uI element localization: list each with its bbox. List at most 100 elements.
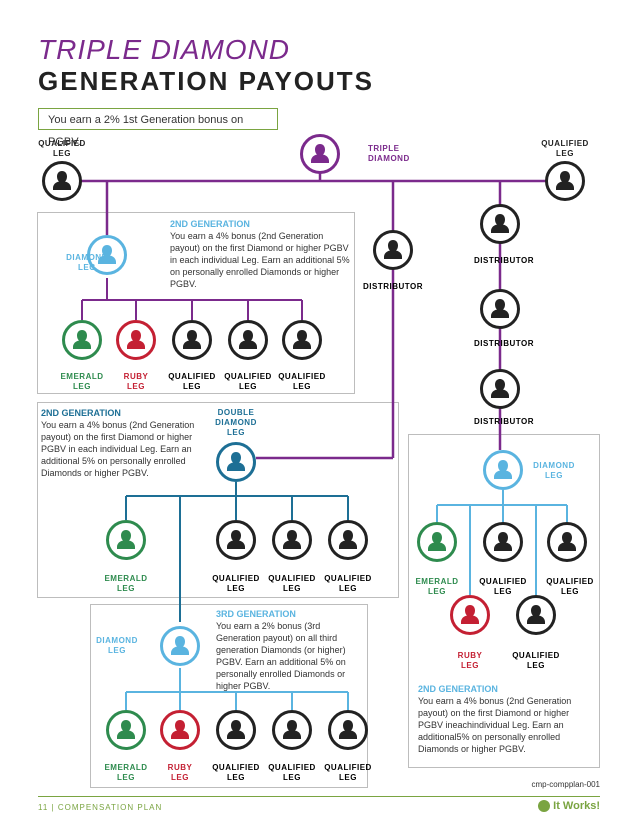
node-ruby-leg-top [116, 320, 156, 360]
person-icon [461, 605, 479, 624]
node-qualified-leg-bottom-3 [328, 710, 368, 750]
box-diamond-leg-top [37, 212, 355, 394]
label-ruby-leg-top: RUBY LEG [123, 372, 149, 391]
node-qualified-leg-right-2 [547, 522, 587, 562]
label-qualified-leg-bottom-1: QUALIFIED LEG [212, 763, 260, 782]
node-qualified-leg-top-1 [172, 320, 212, 360]
node-qualified-leg-right-1 [483, 522, 523, 562]
label-diamond-leg-bottom: DIAMOND LEG [96, 636, 138, 655]
label-emerald-leg-bottom: EMERALD LEG [104, 763, 148, 782]
label-distributor-3: DISTRIBUTOR [473, 339, 535, 348]
person-icon [311, 144, 329, 163]
person-icon [494, 532, 512, 551]
logo-mark-icon [538, 800, 551, 813]
node-qualified-leg-bottom-1 [216, 710, 256, 750]
person-icon [227, 530, 245, 549]
person-icon [227, 452, 245, 471]
person-icon [239, 330, 257, 349]
label-qualified-leg-right-1: QUALIFIED LEG [479, 577, 527, 596]
label-emerald-leg-top: EMERALD LEG [60, 372, 104, 391]
node-distributor-3 [480, 289, 520, 329]
label-qualified-leg-mid-2: QUALIFIED LEG [268, 574, 316, 593]
label-qualified-leg-bottom-2: QUALIFIED LEG [268, 763, 316, 782]
node-distributor-4 [480, 369, 520, 409]
person-icon [171, 720, 189, 739]
node-emerald-leg-bottom [106, 710, 146, 750]
node-ruby-leg-bottom [160, 710, 200, 750]
person-icon [494, 460, 512, 479]
label-qualified-leg-top-2: QUALIFIED LEG [224, 372, 272, 391]
node-double-diamond [216, 442, 256, 482]
node-qualified-leg-left [42, 161, 82, 201]
person-icon [428, 532, 446, 551]
person-icon [117, 720, 135, 739]
heading-2nd-generation-mid: 2ND GENERATION [41, 408, 121, 418]
person-icon [171, 636, 189, 655]
intro-note: You earn a 2% 1st Generation bonus on PG… [38, 108, 278, 148]
node-triple-diamond [300, 134, 340, 174]
node-diamond-leg-bottom [160, 626, 200, 666]
node-emerald-leg-mid [106, 520, 146, 560]
person-icon [491, 379, 509, 398]
person-icon [283, 530, 301, 549]
label-qualified-leg-left: QUALIFIED LEG [38, 139, 86, 158]
node-emerald-leg-top [62, 320, 102, 360]
label-qualified-leg-right-3: QUALIFIED LEG [512, 651, 560, 670]
person-icon [227, 720, 245, 739]
person-icon [127, 330, 145, 349]
node-distributor-1 [373, 230, 413, 270]
footer-page-label: 11 | COMPENSATION PLAN [38, 803, 163, 812]
label-qualified-leg-bottom-3: QUALIFIED LEG [324, 763, 372, 782]
label-diamond-leg-right: DIAMOND LEG [533, 461, 575, 480]
title-line-2: GENERATION PAYOUTS [38, 66, 375, 96]
text-3rd-generation: 3RD GENERATION You earn a 2% bonus (3rd … [216, 608, 366, 692]
label-ruby-leg-bottom: RUBY LEG [167, 763, 193, 782]
heading-2nd-generation-top: 2ND GENERATION [170, 219, 250, 229]
label-diamond-leg-top: DIAMOND LEG [66, 253, 108, 272]
document-code: cmp-compplan-001 [531, 780, 600, 789]
body-2nd-generation-mid: You earn a 4% bonus (2nd Generation payo… [41, 420, 195, 478]
label-qualified-leg-mid-1: QUALIFIED LEG [212, 574, 260, 593]
label-distributor-4: DISTRIBUTOR [473, 417, 535, 426]
box-diamond-leg-right [408, 434, 600, 768]
title-line-1: TRIPLE DIAMOND [38, 34, 291, 65]
node-diamond-leg-right [483, 450, 523, 490]
person-icon [384, 240, 402, 259]
node-qualified-leg-bottom-2 [272, 710, 312, 750]
label-ruby-leg-right: RUBY LEG [457, 651, 483, 670]
label-qualified-leg-mid-3: QUALIFIED LEG [324, 574, 372, 593]
label-triple-diamond: TRIPLE DIAMOND [368, 144, 410, 163]
node-distributor-2 [480, 204, 520, 244]
body-2nd-generation-right: You earn a 4% bonus (2nd Generation payo… [418, 696, 572, 754]
person-icon [491, 299, 509, 318]
label-distributor-2: DISTRIBUTOR [473, 256, 535, 265]
label-emerald-leg-right: EMERALD LEG [415, 577, 459, 596]
it-works-logo: It Works! [538, 800, 600, 813]
person-icon [117, 530, 135, 549]
label-qualified-leg-top-3: QUALIFIED LEG [278, 372, 326, 391]
text-2nd-generation-top: 2ND GENERATION You earn a 4% bonus (2nd … [170, 218, 350, 290]
node-qualified-leg-right [545, 161, 585, 201]
node-qualified-leg-mid-2 [272, 520, 312, 560]
person-icon [98, 245, 116, 264]
node-qualified-leg-top-2 [228, 320, 268, 360]
label-emerald-leg-mid: EMERALD LEG [104, 574, 148, 593]
node-qualified-leg-right-3 [516, 595, 556, 635]
label-qualified-leg-right-2: QUALIFIED LEG [546, 577, 594, 596]
person-icon [293, 330, 311, 349]
box-diamond-leg-bottom [90, 604, 368, 788]
node-qualified-leg-mid-3 [328, 520, 368, 560]
logo-text: It Works! [553, 800, 600, 812]
heading-2nd-generation-right: 2ND GENERATION [418, 684, 498, 694]
person-icon [283, 720, 301, 739]
node-qualified-leg-top-3 [282, 320, 322, 360]
person-icon [556, 171, 574, 190]
person-icon [558, 532, 576, 551]
node-diamond-leg-top [87, 235, 127, 275]
node-emerald-leg-right [417, 522, 457, 562]
person-icon [53, 171, 71, 190]
person-icon [339, 720, 357, 739]
node-ruby-leg-right [450, 595, 490, 635]
footer-rule [38, 796, 600, 797]
